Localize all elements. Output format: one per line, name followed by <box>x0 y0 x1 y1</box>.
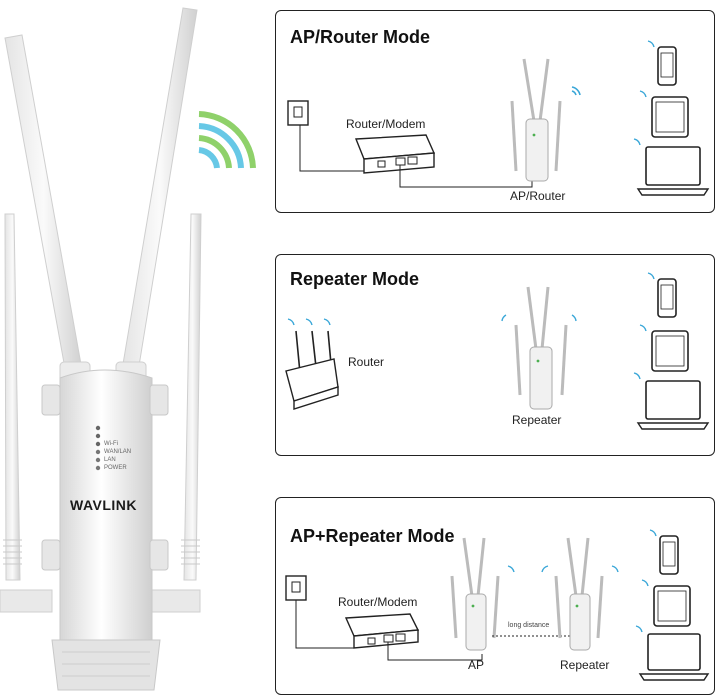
laptop-icon <box>633 372 710 430</box>
antenna-right-short <box>149 213 202 613</box>
ap-router-device-icon <box>510 58 581 182</box>
label-ap-router: AP/Router <box>510 189 566 203</box>
power-socket-icon <box>285 575 354 649</box>
antenna-left-tall <box>4 34 83 375</box>
router-icon <box>285 318 339 410</box>
laptop-icon <box>633 138 710 196</box>
brand-logo: WAVLINK <box>70 497 138 513</box>
device-illustration: Wi-Fi WAN/LAN LAN POWER WAVLINK <box>0 0 265 699</box>
tablet-icon <box>639 324 689 372</box>
panel-title: Repeater Mode <box>290 269 420 289</box>
label-long-distance: long distance <box>508 622 550 629</box>
label-repeater: Repeater <box>560 658 610 672</box>
ap-device-icon <box>450 537 515 651</box>
panel-title: AP+Repeater Mode <box>290 526 455 546</box>
panel-title: AP/Router Mode <box>290 27 431 47</box>
led-label-power: POWER <box>104 465 127 471</box>
label-repeater: Repeater <box>512 413 562 427</box>
led-label-wanlan: WAN/LAN <box>104 449 132 455</box>
antenna-right-tall <box>121 7 198 373</box>
phone-icon <box>647 272 677 318</box>
laptop-icon <box>635 625 710 681</box>
phone-icon <box>647 40 677 86</box>
router-modem-icon <box>354 134 533 188</box>
panel-ap-repeater-mode: AP+Repeater Mode <box>275 497 715 695</box>
status-leds <box>95 425 101 471</box>
wifi-signal-icon <box>195 110 257 174</box>
phone-icon <box>649 529 679 575</box>
repeater-device-icon <box>541 537 619 651</box>
panel-repeater-mode: Repeater Mode <box>275 254 715 456</box>
power-socket-icon <box>287 100 374 172</box>
led-label-lan: LAN <box>104 457 116 463</box>
label-router: Router <box>348 355 385 369</box>
repeater-device-icon <box>501 286 577 410</box>
led-label-wifi: Wi-Fi <box>104 441 118 447</box>
label-router-modem: Router/Modem <box>346 117 426 131</box>
tablet-icon <box>639 90 689 138</box>
label-ap: AP <box>468 658 485 672</box>
router-modem-icon <box>344 613 483 661</box>
tablet-icon <box>641 579 691 627</box>
antenna-left-short <box>0 213 53 613</box>
panel-ap-router-mode: AP/Router Mode <box>275 10 715 213</box>
label-router-modem: Router/Modem <box>338 595 418 609</box>
device-body <box>41 369 169 691</box>
